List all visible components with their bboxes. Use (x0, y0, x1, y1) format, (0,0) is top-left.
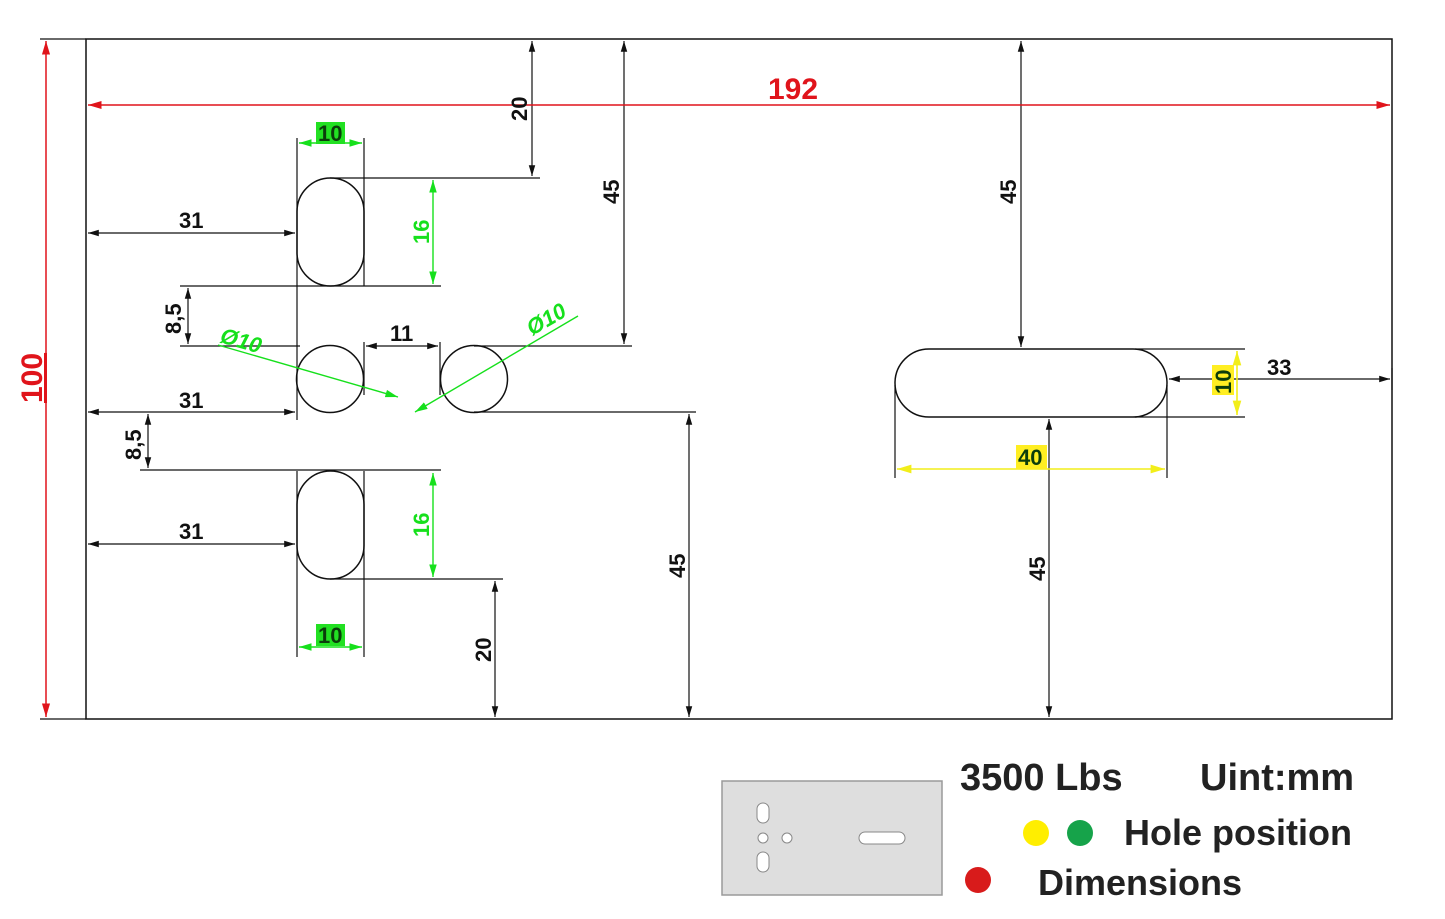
label-highlight-green (316, 624, 345, 646)
hole-left (295, 344, 365, 414)
dimensions-label: Dimensions (1038, 862, 1242, 903)
yellow-dimension-lines (897, 351, 1242, 474)
gap-8-5-top-label: 8,5 (161, 303, 186, 334)
slot-length-top-label: 16 (409, 220, 434, 244)
dim-45-bottom-mid-label: 45 (665, 554, 690, 578)
slot-top (296, 177, 365, 287)
load-rating: 3500 Lbs (960, 757, 1123, 799)
label-highlight-green (316, 122, 345, 144)
overall-width-label: 192 (768, 73, 818, 106)
long-slot-width-label: 10 (1211, 370, 1236, 394)
dim-20-bottom-label: 20 (471, 638, 496, 662)
offset-31-bottom-label: 31 (179, 519, 203, 544)
legend-thumbnail (721, 780, 943, 896)
slot-long (894, 348, 1168, 418)
hole-diameter-left-label: Ø10 (218, 323, 266, 359)
slot-width-bottom-label: 10 (318, 623, 342, 648)
green-dimension-lines (217, 139, 579, 651)
unit-label: Uint:mm (1200, 757, 1354, 799)
offset-31-mid-label: 31 (179, 388, 203, 413)
dim-45-top-right-label: 45 (996, 180, 1021, 204)
slot-width-top-label: 10 (318, 121, 342, 146)
long-slot-length-label: 40 (1018, 445, 1042, 470)
extension-lines (40, 38, 1393, 720)
gap-8-5-bottom-label: 8,5 (121, 429, 146, 460)
red-dot-icon (965, 867, 991, 893)
green-dot-icon (1067, 820, 1093, 846)
overall-height-label: 100 (16, 353, 49, 403)
label-highlight-yellow (1016, 445, 1047, 469)
overall-dimension-lines (41, 41, 1390, 717)
label-highlight-yellow (1212, 365, 1234, 395)
slot-bottom (296, 470, 365, 580)
dim-45-bottom-right-label: 45 (1025, 557, 1050, 581)
offset-31-top-label: 31 (179, 208, 203, 233)
hole-right (439, 344, 509, 414)
yellow-dot-icon (1023, 820, 1049, 846)
dimension-lines (88, 40, 1390, 717)
long-slot-edge-label: 33 (1267, 355, 1291, 380)
hole-position-label: Hole position (1124, 812, 1352, 853)
slot-length-bottom-label: 16 (409, 513, 434, 537)
hole-gap-label: 11 (390, 321, 413, 346)
dim-20-top-label: 20 (507, 97, 532, 121)
dim-45-top-left-label: 45 (599, 180, 624, 204)
